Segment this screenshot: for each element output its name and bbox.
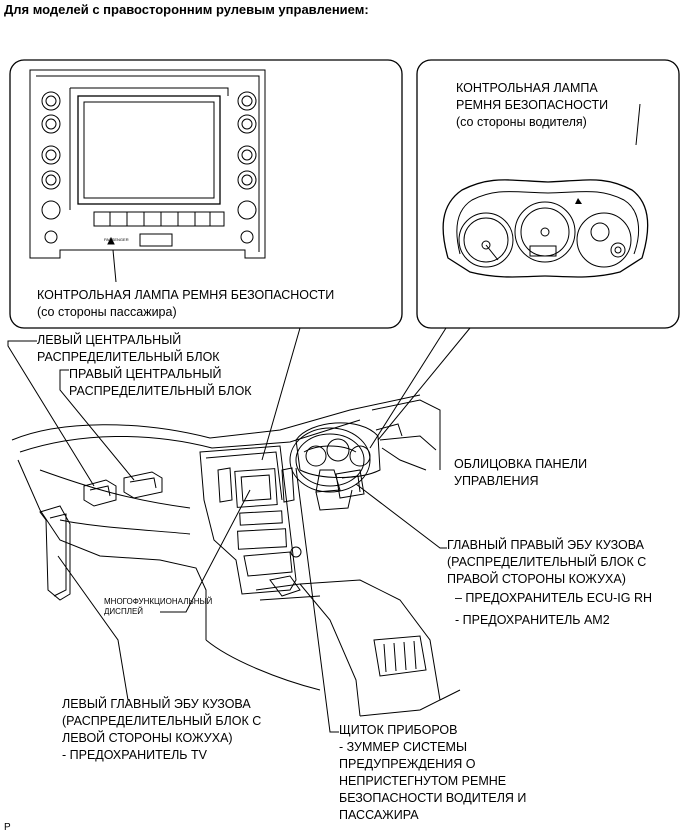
inset-right-connector-a (369, 327, 447, 449)
passenger-switch-text: PASSENGER (104, 237, 129, 242)
inset-left-connector (261, 327, 301, 461)
center-console-panel-drawing (29, 69, 266, 259)
driver-lamp-leader (635, 103, 641, 146)
driver-lamp-arrow (575, 198, 582, 204)
left-center-jb-label: ЛЕВЫЙ ЦЕНТРАЛЬНЫЙ РАСПРЕДЕЛИТЕЛЬНЫЙ БЛОК (37, 333, 220, 364)
main-body-ecu-lh-label: ЛЕВЫЙ ГЛАВНЫЙ ЭБУ КУЗОВА (РАСПРЕДЕЛИТЕЛЬ… (62, 697, 262, 762)
body-ecu-rh-leader (355, 483, 447, 549)
panel-trim-label: ОБЛИЦОВКА ПАНЕЛИ УПРАВЛЕНИЯ (454, 457, 588, 488)
right-center-jb-label: ПРАВЫЙ ЦЕНТРАЛЬНЫЙ РАСПРЕДЕЛИТЕЛЬНЫЙ БЛО… (69, 367, 252, 398)
inset-right-connector-b (377, 327, 471, 441)
body-ecu-lh-leader (57, 555, 129, 701)
multi-display-leader (160, 489, 251, 613)
passenger-belt-lamp-label: КОНТРОЛЬНАЯ ЛАМПА РЕМНЯ БЕЗОПАСНОСТИ (со… (37, 288, 335, 319)
page-title: Для моделей с правосторонним рулевым упр… (4, 2, 369, 17)
passenger-lamp-leader (112, 249, 117, 283)
fuse-ecu-ig-rh-label: – ПРЕДОХРАНИТЕЛЬ ECU-IG RH (455, 591, 653, 605)
left-center-jb-leader (7, 340, 95, 487)
instrument-panel-label: ЩИТОК ПРИБОРОВ - ЗУММЕР СИСТЕМЫ ПРЕДУПРЕ… (339, 723, 527, 822)
dashboard-drawing (11, 394, 461, 717)
corner-mark: P (4, 822, 11, 833)
panel-trim-leader (381, 447, 427, 471)
passenger-lamp-inset-frame (9, 59, 403, 329)
leader-lines (7, 327, 471, 733)
driver-lamp-inset-frame (416, 59, 680, 329)
multi-display-label: МНОГОФУНКЦИОНАЛЬНЫЙ ДИСПЛЕЙ (104, 597, 213, 616)
fuse-am2-label: - ПРЕДОХРАНИТЕЛЬ AM2 (455, 613, 610, 627)
right-center-jb-leader (59, 369, 135, 481)
main-body-ecu-rh-label: ГЛАВНЫЙ ПРАВЫЙ ЭБУ КУЗОВА (РАСПРЕДЕЛИТЕЛ… (447, 538, 647, 586)
instrument-panel-leader (295, 467, 339, 733)
passenger-lamp-arrow (107, 236, 115, 245)
driver-belt-lamp-label: КОНТРОЛЬНАЯ ЛАМПА РЕМНЯ БЕЗОПАСНОСТИ (со… (456, 81, 609, 129)
instrument-cluster-drawing (442, 103, 649, 278)
